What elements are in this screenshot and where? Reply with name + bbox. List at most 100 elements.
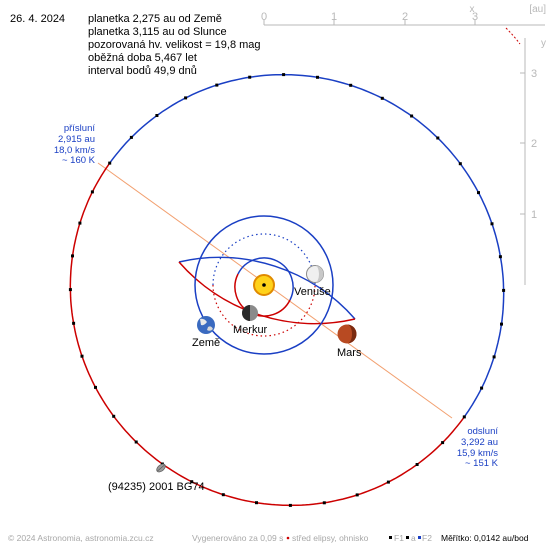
orbit-interval-marker (502, 288, 506, 292)
orbit-interval-marker (68, 288, 72, 292)
orbit-interval-marker (129, 135, 133, 139)
orbit-interval-marker (155, 114, 159, 117)
right-tick-label: 1 (531, 209, 537, 221)
right-axis-y-label: y (541, 38, 546, 49)
top-axis: 0 1 2 3 x [au] (261, 4, 546, 26)
orbit-interval-marker (78, 221, 82, 225)
footer-legend-f1: F1 (394, 533, 404, 543)
mercury-label: Merkur (233, 324, 268, 336)
mars-label: Mars (337, 347, 362, 359)
top-axis-unit: [au] (529, 4, 546, 15)
orbit-interval-marker (72, 321, 76, 325)
aphelion-title: odsluní (467, 426, 498, 437)
venus-shade (315, 265, 324, 283)
orbit-interval-marker (441, 441, 445, 445)
perihelion-label: přísluní 2,915 au 18,0 km/s ~ 160 K (54, 123, 96, 166)
asteroid-orbit-lower (69, 162, 465, 507)
perihelion-temperature: ~ 160 K (62, 155, 96, 166)
orbit-interval-marker (480, 386, 484, 390)
sun (253, 274, 275, 296)
asteroid-orbit-upper (109, 73, 505, 418)
mercury-shadow (242, 305, 250, 321)
orbit-interval-marker (436, 136, 440, 140)
mercury-orbit-upper (237, 257, 294, 301)
orbit-interval-marker (215, 83, 219, 87)
footer: © 2024 Astronomia, astronomia.zcu.cz Vyg… (8, 533, 529, 543)
top-tick-label: 1 (331, 11, 337, 23)
legend-f1-marker (389, 536, 392, 539)
apsides-line (97, 162, 453, 419)
asteroid-orbit (68, 73, 506, 507)
aphelion-distance: 3,292 au (461, 437, 498, 448)
venus-orbit-lower (212, 284, 316, 337)
orbit-interval-marker (282, 73, 286, 77)
asteroid: (94235) 2001 BG74 (108, 463, 205, 493)
orbit-interval-marker (71, 254, 74, 258)
orbit-interval-marker (184, 96, 188, 100)
info-line: oběžná doba 5,467 let (88, 52, 197, 64)
top-axis-x-label: x (470, 4, 475, 15)
perihelion-speed: 18,0 km/s (54, 145, 95, 156)
top-tick-label: 3 (472, 11, 478, 23)
footer-generated: Vygenerováno za 0,09 s (192, 533, 283, 543)
asteroid-label: (94235) 2001 BG74 (108, 481, 205, 493)
mars-orbit-upper (178, 256, 356, 320)
footer-legend-a: a (411, 533, 416, 543)
offscreen-orbit-arc (505, 27, 521, 45)
info-line: planetka 2,275 au od Země (88, 13, 222, 25)
orbit-interval-marker (134, 440, 138, 444)
orbit-interval-marker (386, 480, 390, 484)
orbit-interval-marker (492, 355, 496, 359)
orbit-interval-marker (112, 414, 116, 418)
right-tick-label: 3 (531, 68, 537, 80)
earth-clouds (207, 326, 213, 331)
orbit-interval-marker (410, 114, 414, 118)
footer-legend-f2: F2 (422, 533, 432, 543)
earth-disc (197, 316, 215, 334)
mercury: Merkur (233, 305, 268, 336)
aphelion-speed: 15,9 km/s (457, 448, 498, 459)
aphelion-temperature: ~ 151 K (465, 458, 499, 469)
info-line: interval bodů 49,9 dnů (88, 65, 197, 77)
footer-copyright: © 2024 Astronomia, astronomia.zcu.cz (8, 533, 154, 543)
orbit-interval-marker (90, 190, 94, 194)
top-tick-label: 2 (402, 11, 408, 23)
venus-label: Venuše (294, 286, 331, 298)
perihelion-title: přísluní (64, 123, 96, 134)
orbit-interval-marker (255, 501, 258, 505)
orbit-interval-marker (288, 503, 292, 507)
legend-f2-marker (418, 536, 421, 539)
legend-a-marker (406, 536, 409, 539)
orbit-interval-marker (190, 480, 194, 484)
earth-label: Země (192, 337, 220, 349)
orbit-interval-marker (316, 75, 319, 79)
mars: Mars (337, 324, 362, 359)
legend-center-marker (286, 536, 290, 540)
aphelion-label: odsluní 3,292 au 15,9 km/s ~ 151 K (457, 426, 499, 469)
orbit-interval-marker (490, 222, 494, 226)
orbit-interval-marker (477, 191, 480, 195)
orbit-interval-marker (80, 354, 84, 358)
top-tick-label: 0 (261, 11, 267, 23)
orbit-interval-marker (415, 463, 419, 466)
orbit-interval-marker (94, 385, 97, 389)
date: 26. 4. 2024 (10, 13, 65, 25)
header: 26. 4. 2024 planetka 2,275 au od Země pl… (10, 13, 261, 77)
mars-orbit-lower (178, 261, 356, 325)
info-line: planetka 3,115 au od Slunce (88, 26, 227, 38)
orbit-interval-marker (248, 75, 252, 79)
orbit-interval-marker (355, 493, 359, 497)
orbit-interval-marker (458, 162, 462, 166)
earth: Země (192, 316, 220, 349)
orbit-interval-marker (221, 493, 225, 497)
footer-legend-center: střed elipsy, ohnisko (292, 533, 369, 543)
asteroid-icon (156, 463, 166, 473)
right-axis: 3 2 1 y (520, 38, 546, 285)
earth-clouds (200, 318, 207, 326)
orbit-interval-marker (349, 83, 353, 87)
venus-orbit (212, 233, 316, 337)
footer-scale: Měřítko: 0,0142 au/bod (441, 533, 529, 543)
mars-orbit (178, 256, 356, 325)
